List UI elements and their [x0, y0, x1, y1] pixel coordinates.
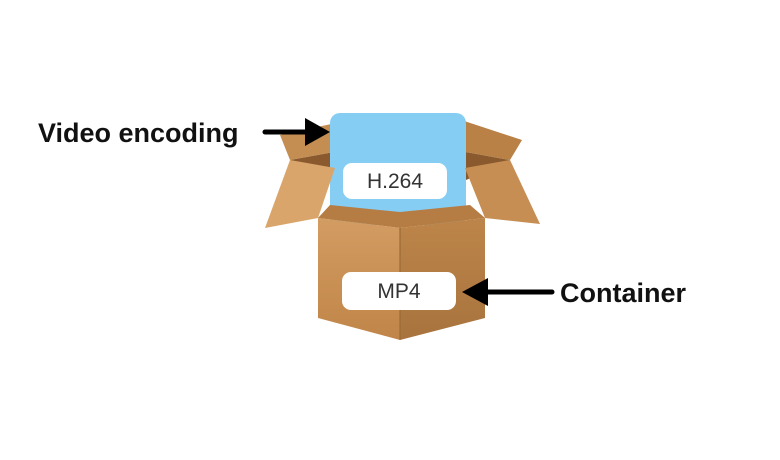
video-encoding-label: Video encoding — [38, 118, 239, 148]
box-flap-right — [465, 160, 540, 224]
box-flap-left — [265, 160, 335, 228]
container-label: Container — [560, 278, 687, 308]
codec-tag-text: H.264 — [367, 170, 423, 193]
arrow-left-icon — [462, 278, 555, 306]
box-flap-front — [318, 205, 485, 228]
codec-tag — [343, 163, 447, 199]
format-tag — [342, 272, 456, 310]
arrow-right-icon — [262, 118, 330, 146]
format-tag-text: MP4 — [377, 280, 421, 303]
